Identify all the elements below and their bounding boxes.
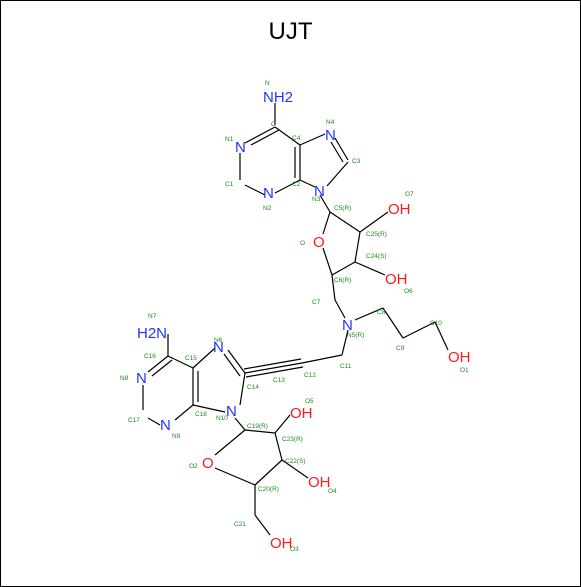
diagram-title: UJT	[268, 18, 313, 45]
label-n3: N3	[312, 196, 321, 203]
label-c2: C2	[292, 181, 301, 188]
label-n6: N6	[214, 337, 223, 344]
label-c9: C9	[396, 345, 405, 352]
label-c8: C8	[377, 309, 386, 316]
label-c15: C15	[185, 355, 197, 362]
label-c10: C10	[430, 320, 442, 327]
bottom-ribose-bonds	[214, 414, 309, 536]
atom-n1: N	[235, 139, 246, 156]
atom-n2: N	[263, 185, 274, 202]
atom-n8: N	[136, 370, 147, 387]
atom-n3: N	[314, 183, 325, 200]
label-c17: C17	[128, 417, 140, 424]
atom-oh1: OH	[448, 349, 471, 366]
label-c5r: C5(R)	[334, 205, 351, 212]
label-c19r: C19(R)	[247, 423, 268, 430]
label-c1: C1	[225, 181, 234, 188]
label-n2: N2	[263, 205, 272, 212]
atom-n6: N	[213, 339, 224, 356]
atom-oh7: OH	[388, 201, 411, 218]
label-n9: N9	[172, 433, 181, 440]
atom-n10: N	[226, 403, 237, 420]
label-n1: N1	[225, 136, 234, 143]
atom-oh6: OH	[385, 271, 408, 288]
label-c21: C21	[234, 521, 246, 528]
label-o7: O7	[405, 191, 414, 198]
top-adenine-bonds	[239, 103, 349, 213]
label-o2: O2	[189, 463, 198, 470]
label-c13: C13	[273, 377, 285, 384]
label-c23r: C23(R)	[282, 436, 303, 443]
label-c20r: C20(R)	[258, 486, 279, 493]
label-c4: C4	[292, 135, 301, 142]
bottom-adenine-bonds	[142, 334, 246, 431]
atom-n4: N	[325, 127, 336, 144]
label-o4: O4	[328, 488, 337, 495]
label-c11: C11	[340, 363, 352, 370]
label-n7: N7	[148, 313, 157, 320]
atom-nh2-top: NH2	[263, 89, 293, 106]
label-c24s: C24(S)	[366, 253, 387, 260]
atom-oh4: OH	[308, 474, 331, 491]
label-n10: N10	[216, 415, 228, 422]
label-n4: N4	[326, 119, 335, 126]
atom-n5: N	[342, 317, 353, 334]
alkyne-bonds	[243, 354, 343, 378]
label-c22s: C22(S)	[285, 458, 306, 465]
label-c12: C12	[304, 372, 316, 379]
top-ribose-bonds	[322, 211, 389, 319]
label-n5r: N5(R)	[347, 332, 364, 339]
atom-h2n-bottom: H2N	[137, 325, 167, 342]
atom-n9: N	[160, 417, 171, 434]
label-c7: C7	[312, 299, 321, 306]
label-o: O	[300, 240, 305, 247]
label-o1: O1	[460, 367, 469, 374]
label-c16: C16	[144, 353, 156, 360]
label-c: C	[271, 121, 276, 128]
label-n: N	[265, 80, 270, 87]
atom-oh5: OH	[290, 405, 313, 422]
label-c3: C3	[352, 158, 361, 165]
label-c6r: C6(R)	[334, 277, 351, 284]
amine-chain-bonds	[341, 307, 449, 356]
atom-symbols: NH2 N N N N OH O OH N OH H2N N N N N OH …	[136, 89, 471, 552]
label-o3: O3	[290, 546, 299, 553]
atom-o-ring-top: O	[313, 234, 325, 251]
label-c25r: C25(R)	[366, 231, 387, 238]
label-c14: C14	[247, 384, 259, 391]
label-o6: O6	[404, 288, 413, 295]
label-n8: N8	[120, 375, 129, 382]
label-c18: C18	[195, 411, 207, 418]
atom-labels: N C N1 C1 N2 C4 C2 N3 N4 C3 C5(R) O7 C25…	[120, 80, 469, 553]
atom-o2: O	[202, 455, 214, 472]
label-o5: O5	[305, 398, 314, 405]
atom-oh3: OH	[270, 535, 293, 552]
